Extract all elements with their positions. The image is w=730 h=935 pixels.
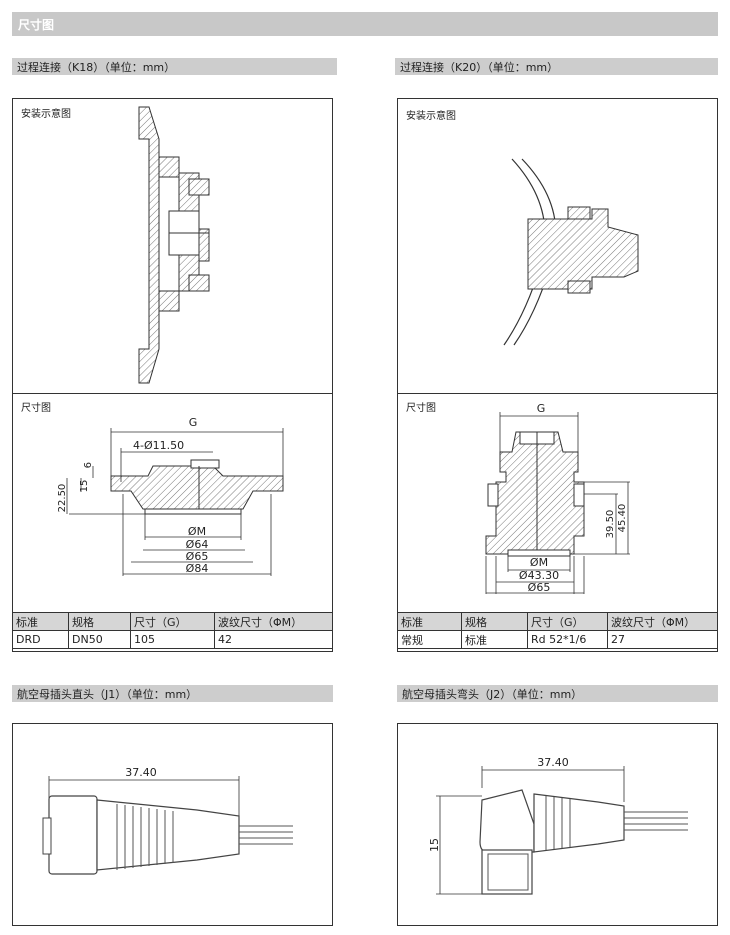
k20-install-label: 安装示意图 [406, 111, 456, 122]
k18-dim-g: G [189, 416, 198, 429]
k20-install-drawing [503, 158, 639, 346]
k18-dim-phi84: Ø84 [186, 562, 209, 575]
k18-divider [13, 393, 332, 394]
k18-td-size: 105 [130, 630, 215, 649]
k20-title: 过程连接（K20）（单位：mm） [400, 61, 559, 74]
k18-td-standard: DRD [12, 630, 69, 649]
k20-section-bar: 过程连接（K20）（单位：mm） [395, 58, 718, 75]
k18-panel: 安装示意图 尺寸图 G 4-Ø11.50 6 15 22.50 [12, 98, 333, 652]
k18-title: 过程连接（K18）（单位：mm） [17, 61, 176, 74]
k18-td-spec: DN50 [68, 630, 131, 649]
k20-dim-label: 尺寸图 [406, 403, 436, 414]
j2-dim-height: 15 [428, 838, 441, 852]
k18-dim-15: 15 [79, 480, 90, 493]
k18-dim-phi64: Ø64 [186, 538, 209, 551]
k18-th-size: 尺寸（G） [130, 612, 215, 631]
k20-dim-phi65: Ø65 [528, 581, 551, 594]
k18-dim-6: 6 [83, 462, 94, 468]
k18-th-standard: 标准 [12, 612, 69, 631]
k20-th-spec: 规格 [461, 612, 528, 631]
j2-section-bar: 航空母插头弯头（J2）（单位：mm） [397, 685, 718, 702]
k20-dim-3950: 39.50 [605, 510, 616, 539]
k20-dim-drawing: G 39.50 45.40 ØM Ø43.30 Ø65 [485, 402, 630, 594]
j1-drawing: 37.40 [42, 766, 293, 875]
k20-td-size: Rd 52*1/6 [527, 630, 608, 649]
k20-dim-phi4330: Ø43.30 [519, 569, 559, 582]
k20-spec-table: 标准 规格 尺寸（G） 波纹尺寸（ΦM） 常规 标准 Rd 52*1/6 27 [397, 612, 718, 649]
j1-title: 航空母插头直头（J1）（单位：mm） [17, 688, 198, 701]
k18-install-drawing [138, 106, 210, 384]
k18-th-bellows: 波纹尺寸（ΦM） [214, 612, 333, 631]
k18-dim-phim: ØM [188, 525, 206, 538]
k18-install-label: 安装示意图 [21, 109, 71, 120]
k20-th-standard: 标准 [397, 612, 462, 631]
j1-section-bar: 航空母插头直头（J1）（单位：mm） [12, 685, 333, 702]
k20-dim-g: G [537, 402, 546, 415]
j2-drawing: 37.40 15 [428, 756, 688, 895]
j2-panel: 37.40 15 [397, 723, 718, 926]
k18-th-spec: 规格 [68, 612, 131, 631]
j2-title: 航空母插头弯头（J2）（单位：mm） [402, 688, 583, 701]
k20-td-standard: 常规 [397, 630, 462, 649]
k20-divider [398, 393, 717, 394]
k18-dim-phi65: Ø65 [186, 550, 209, 563]
k20-dim-4540: 45.40 [617, 504, 628, 533]
k20-td-spec: 标准 [461, 630, 528, 649]
j2-dim-width: 37.40 [537, 756, 569, 769]
k18-dim-drawing: G 4-Ø11.50 6 15 22.50 ØM Ø64 Ø65 Ø84 [57, 416, 284, 576]
k18-spec-table: 标准 规格 尺寸（G） 波纹尺寸（ΦM） DRD DN50 105 42 [12, 612, 333, 649]
k18-td-bellows: 42 [214, 630, 333, 649]
j1-panel: 37.40 [12, 723, 333, 926]
k20-th-size: 尺寸（G） [527, 612, 608, 631]
j1-dim-length: 37.40 [125, 766, 157, 779]
k20-dim-phim: ØM [530, 556, 548, 569]
k20-panel: 安装示意图 尺寸图 G 39.50 45.40 ØM [397, 98, 718, 652]
k18-dim-label: 尺寸图 [21, 403, 51, 414]
k20-td-bellows: 27 [607, 630, 718, 649]
header-bar: 尺寸图 [12, 12, 718, 36]
k18-dim-holes: 4-Ø11.50 [133, 439, 184, 452]
k18-section-bar: 过程连接（K18）（单位：mm） [12, 58, 337, 75]
k20-th-bellows: 波纹尺寸（ΦM） [607, 612, 718, 631]
k18-dim-2250: 22.50 [57, 484, 68, 513]
page-title: 尺寸图 [18, 18, 55, 32]
